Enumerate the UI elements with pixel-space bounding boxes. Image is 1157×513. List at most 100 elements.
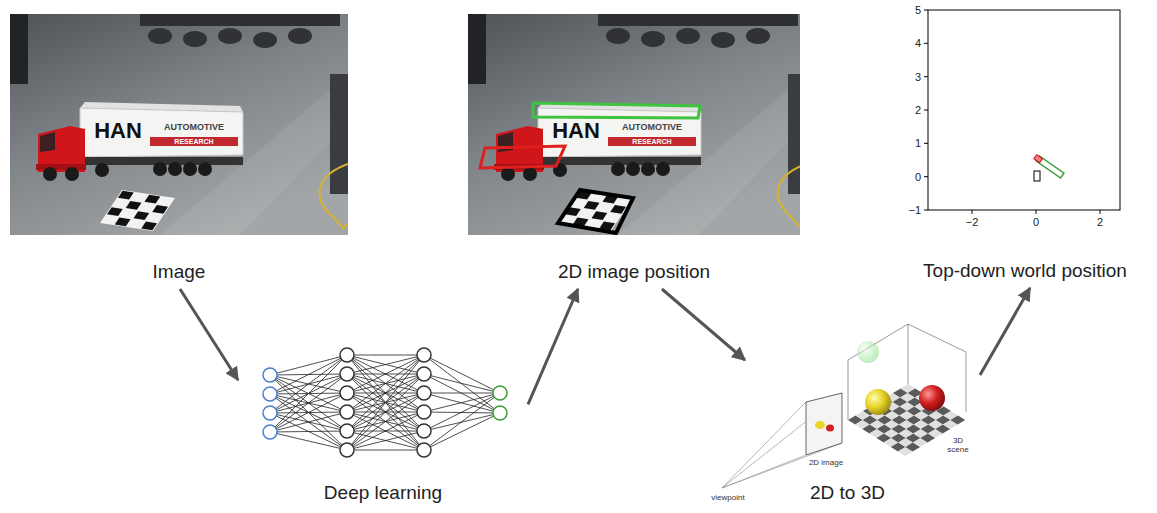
- logo-text: AUTOMOTIVE: [622, 123, 682, 133]
- neural-network-part: [263, 387, 277, 401]
- neural-network-part: [340, 405, 354, 419]
- top-down-plot-part: [1034, 171, 1040, 181]
- stage-caption: Top-down world position: [923, 260, 1127, 282]
- neural-network-part: [263, 368, 277, 382]
- neural-network-part: [347, 355, 424, 393]
- projection-illustration: [722, 324, 966, 488]
- projection-illustration-part: [815, 421, 825, 429]
- top-down-plot-part: [972, 210, 973, 214]
- photo-detections: [468, 14, 800, 235]
- top-down-plot: [924, 10, 1120, 214]
- projection-illustration-part: [908, 324, 966, 352]
- neural-network-part: [417, 348, 431, 362]
- projection-illustration-part: [919, 385, 945, 411]
- figure-label: viewpoint: [711, 494, 744, 503]
- neural-network-part: [270, 432, 347, 450]
- neural-network-part: [417, 405, 431, 419]
- neural-network-part: [347, 355, 424, 431]
- plot-panel: Top-down world position: [900, 8, 1150, 288]
- neural-network-part: [340, 424, 354, 438]
- neural-network-part: [263, 406, 277, 420]
- top-down-plot-part: [924, 210, 928, 211]
- flow-arrow: [180, 289, 238, 380]
- neural-network-part: [347, 355, 424, 374]
- projection-illustration-part: [848, 360, 849, 420]
- neural-network-part: [270, 413, 347, 431]
- top-down-plot-part: [924, 176, 928, 177]
- projection-illustration-part-part: [950, 415, 965, 424]
- neural-network-part: [347, 431, 424, 450]
- neural-network-part: [270, 413, 347, 450]
- neural-network-part: [270, 412, 347, 432]
- neural-network-part: [347, 393, 424, 450]
- neural-network-part: [347, 355, 424, 450]
- top-down-plot-part: [924, 10, 928, 11]
- tick-label: 2: [1097, 216, 1103, 228]
- photo-image-part: [10, 14, 348, 235]
- photo-detections-part: [480, 146, 565, 168]
- neural-network-part: [424, 374, 500, 413]
- projection-illustration-part: [826, 425, 834, 432]
- stage-caption: 2D image position: [558, 261, 710, 283]
- photo-image: [10, 14, 348, 235]
- neural-network-part: [270, 393, 347, 432]
- logo-text: RESEARCH: [632, 138, 671, 146]
- neural-network-part: [424, 393, 500, 431]
- neural-network-part: [424, 393, 500, 413]
- tick-label: 0: [915, 171, 921, 183]
- top-down-plot-part: [1100, 210, 1101, 214]
- top-down-plot-part: [924, 110, 928, 111]
- neural-network-part: [270, 355, 347, 394]
- neural-network-part: [347, 393, 424, 450]
- neural-network-part: [347, 412, 424, 450]
- neural-network-part: [424, 393, 500, 412]
- tick-label: 1: [915, 137, 921, 149]
- neural-network-part: [270, 431, 347, 432]
- projection-illustration-part: [722, 393, 842, 488]
- neural-network-part: [417, 424, 431, 438]
- projection-illustration-part: [966, 352, 967, 412]
- neural-network-part: [424, 355, 500, 413]
- photo-detections-part: [533, 103, 700, 118]
- top-down-plot-part: [1036, 210, 1037, 214]
- neural-network-part: [270, 355, 347, 375]
- neural-network-part: [424, 393, 500, 394]
- photo-detections-part: [558, 190, 633, 233]
- neural-network-part: [340, 348, 354, 362]
- tick-label: −2: [966, 216, 979, 228]
- neural-network-part: [347, 355, 424, 356]
- neural-network-part: [493, 406, 507, 420]
- neural-network-part: [347, 355, 424, 374]
- neural-network-part: [270, 394, 347, 450]
- neural-network-part: [347, 412, 424, 450]
- neural-network-part: [270, 374, 347, 432]
- projection-illustration-part: [722, 455, 806, 488]
- neural-network-part: [340, 367, 354, 381]
- top-down-plot-part: [924, 143, 928, 144]
- tick-label: 5: [915, 4, 921, 16]
- neural-network-part: [424, 355, 500, 393]
- figure-label: 2D image: [809, 459, 843, 468]
- projection-illustration-part: [908, 324, 909, 384]
- stage-caption: Deep learning: [324, 482, 442, 504]
- flow-arrow: [528, 289, 578, 404]
- top-down-plot-part: [1034, 155, 1043, 163]
- logo-text: HAN: [552, 119, 600, 143]
- neural-network-part: [270, 355, 347, 413]
- neural-network-part: [347, 431, 424, 450]
- neural-network-part: [347, 374, 424, 450]
- projection-illustration-part: [865, 389, 891, 415]
- neural-network-part: [270, 375, 347, 431]
- detection-panel: 2D image position: [468, 14, 800, 289]
- top-down-plot-part: [924, 43, 928, 44]
- top-down-plot-part: [924, 76, 928, 77]
- figure-label: 3D scene: [943, 437, 973, 455]
- projection-illustration-part: [722, 402, 806, 488]
- neural-network-part: [347, 355, 424, 450]
- neural-network-part: [347, 450, 424, 451]
- logo-text: HAN: [94, 119, 142, 143]
